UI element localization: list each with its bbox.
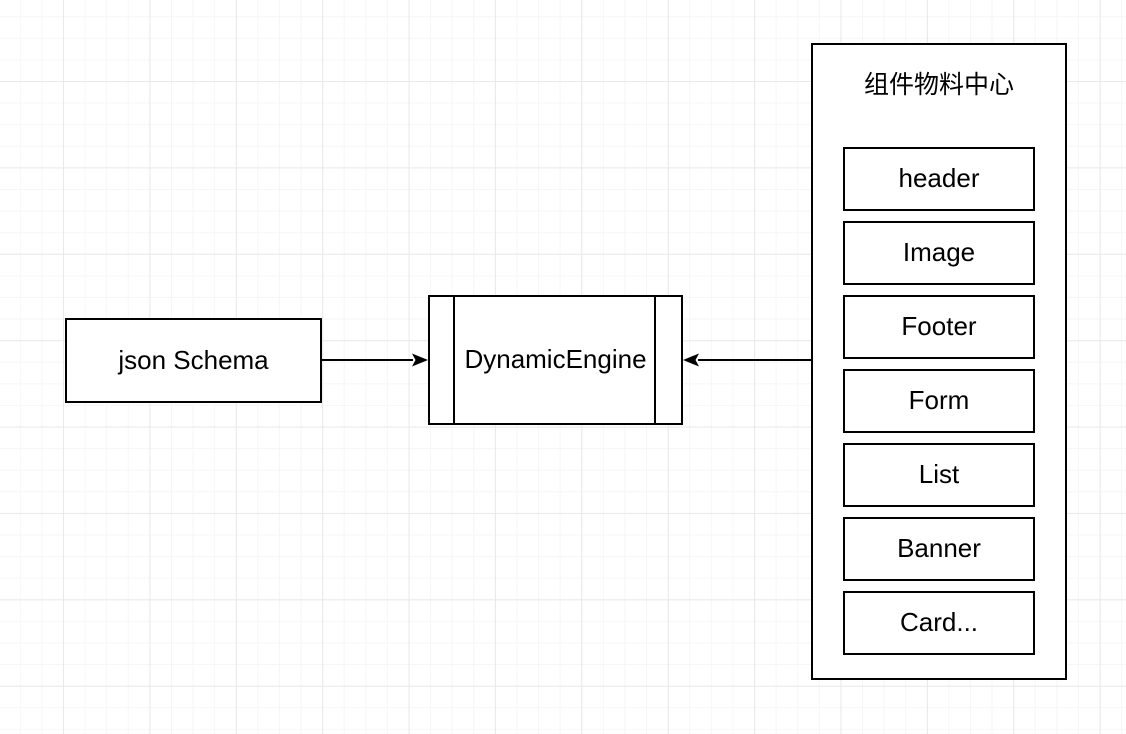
arrow-material-center-to-dynamic-engine	[683, 353, 811, 367]
component-label: Banner	[897, 533, 981, 564]
arrow-json-schema-to-dynamic-engine	[322, 353, 428, 367]
component-label: List	[918, 459, 960, 490]
process-shape-left-bar	[453, 297, 455, 423]
component-list: header Image Footer Form List Banner Car…	[843, 147, 1035, 655]
arrowhead-left-icon	[683, 353, 699, 367]
component-label: Form	[908, 385, 970, 416]
node-json-schema: json Schema	[65, 318, 322, 403]
component-item-image: Image	[843, 221, 1035, 285]
component-item-form: Form	[843, 369, 1035, 433]
node-json-schema-label: json Schema	[118, 344, 269, 375]
component-label: Image	[902, 237, 976, 268]
component-item-list: List	[843, 443, 1035, 507]
component-label: header	[898, 163, 980, 194]
material-center-title: 组件物料中心	[863, 71, 1014, 99]
node-dynamic-engine-label: DynamicEngine	[464, 344, 647, 375]
process-shape-right-bar	[654, 297, 656, 423]
component-item-footer: Footer	[843, 295, 1035, 359]
component-label: Footer	[901, 311, 977, 342]
container-material-center: 组件物料中心 header Image Footer Form List Ban…	[811, 43, 1067, 680]
node-dynamic-engine: DynamicEngine	[428, 295, 683, 425]
component-label: Card...	[899, 607, 979, 638]
component-item-header: header	[843, 147, 1035, 211]
component-item-card: Card...	[843, 591, 1035, 655]
arrowhead-right-icon	[412, 353, 428, 367]
component-item-banner: Banner	[843, 517, 1035, 581]
